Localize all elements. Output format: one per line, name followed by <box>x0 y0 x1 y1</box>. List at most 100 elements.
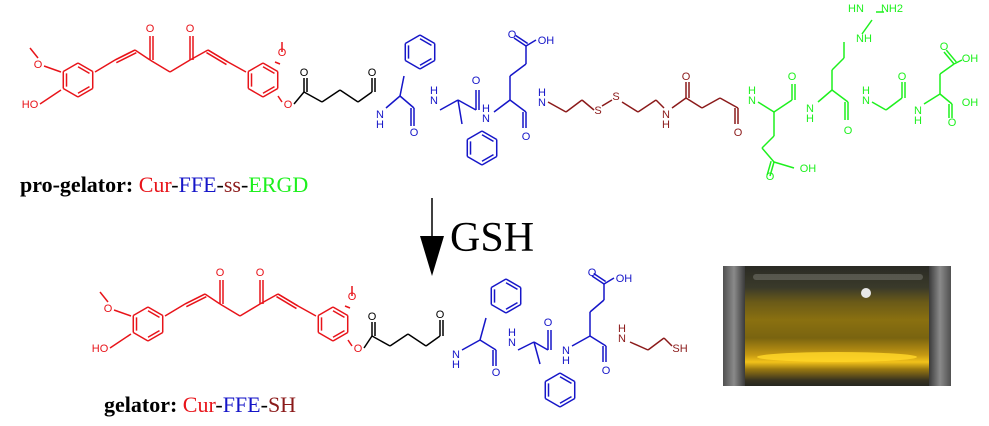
ketone-oxygen: O <box>256 267 265 279</box>
amide-hydrogen: H <box>562 355 570 367</box>
bond <box>149 59 171 73</box>
guanidine-imine: HN <box>848 3 864 15</box>
bond <box>293 91 305 105</box>
bond <box>227 61 247 73</box>
reagent-label: GSH <box>450 215 535 261</box>
bond <box>939 63 955 75</box>
bond <box>533 341 549 351</box>
methyl-bond <box>99 291 109 303</box>
aromatic-bond <box>262 66 275 75</box>
aromatic-bond <box>419 57 432 66</box>
ss-segment: ss <box>223 172 241 197</box>
acid-hydroxyl: OH <box>538 35 555 47</box>
methoxy-oxygen: O <box>348 291 357 303</box>
bond <box>571 335 591 347</box>
double-bond <box>591 275 605 285</box>
bond <box>132 306 149 317</box>
bond <box>466 130 483 141</box>
bond <box>321 89 341 103</box>
bond <box>204 293 221 305</box>
carbonyl-oxygen: O <box>788 71 797 83</box>
bond <box>581 99 595 111</box>
amide-nitrogen: N <box>376 109 384 121</box>
gelator-prefix: gelator: <box>104 392 178 417</box>
double-bond <box>206 51 227 66</box>
bond <box>357 91 373 103</box>
ergd-segment: ERGD <box>248 172 309 197</box>
carbonyl-oxygen: O <box>602 365 611 377</box>
bond <box>419 59 436 70</box>
bond <box>719 97 739 109</box>
bond <box>757 101 775 113</box>
bond <box>344 305 351 309</box>
bond <box>589 299 605 313</box>
double-bond <box>766 160 772 176</box>
bond <box>831 57 845 71</box>
double-bond <box>943 51 955 65</box>
double-bond <box>276 295 297 310</box>
bond <box>274 61 281 65</box>
bond <box>525 39 537 47</box>
bond <box>77 87 94 98</box>
acid-hydroxyl: OH <box>962 53 979 65</box>
amide-hydrogen: H <box>430 85 438 97</box>
amide-hydrogen: H <box>538 87 546 99</box>
bond <box>43 65 62 73</box>
double-bond <box>277 293 299 307</box>
bond <box>817 89 833 103</box>
bond <box>559 397 576 408</box>
aromatic-bond <box>419 38 432 47</box>
bond <box>94 59 116 73</box>
bond <box>399 75 405 97</box>
reaction-arrow-head <box>420 236 444 276</box>
bond <box>923 93 941 105</box>
bond <box>603 277 615 285</box>
ester-oxygen: O <box>354 343 363 355</box>
carbonyl-oxygen: O <box>410 127 419 139</box>
aromatic-bond <box>505 282 518 291</box>
bond <box>773 161 795 169</box>
aromatic-bond <box>481 134 494 143</box>
gel-band <box>757 352 917 362</box>
bond <box>303 91 323 103</box>
bond <box>317 331 334 342</box>
bond <box>247 87 264 98</box>
bond <box>404 59 421 70</box>
ketone-oxygen: O <box>146 23 155 35</box>
bond <box>419 34 436 45</box>
bond <box>134 49 151 61</box>
acid-oxygen: O <box>940 41 949 53</box>
amide-nitrogen: N <box>562 345 570 357</box>
ketone-oxygen: O <box>186 23 195 35</box>
bond <box>505 278 522 289</box>
bond <box>439 99 459 111</box>
bond <box>655 99 665 109</box>
amide-carbonyl-oxygen: O <box>368 67 377 79</box>
double-bond <box>116 52 137 64</box>
double-bond <box>515 34 529 45</box>
amide-nitrogen: N <box>538 97 546 109</box>
acid-oxygen: O <box>588 267 597 279</box>
amide-nitrogen: N <box>482 113 490 125</box>
bond <box>239 303 261 317</box>
amide-hydrogen: H <box>662 119 670 131</box>
bond <box>425 335 441 347</box>
bond <box>461 339 481 351</box>
bond <box>953 59 963 65</box>
double-bond <box>513 37 527 47</box>
bond <box>407 333 427 347</box>
guanidine-nh: NH <box>856 33 872 45</box>
hydroxyl: HO <box>22 99 39 111</box>
bond <box>629 341 649 351</box>
bond <box>466 155 483 166</box>
aromatic-bond <box>262 85 275 94</box>
carbonyl-oxygen: O <box>898 71 907 83</box>
aromatic-bond <box>559 376 572 385</box>
ester-carbonyl-oxygen: O <box>300 67 309 79</box>
bond <box>39 89 62 105</box>
methoxy-oxygen: O <box>104 303 113 315</box>
bond <box>663 337 673 347</box>
double-bond <box>207 49 229 63</box>
